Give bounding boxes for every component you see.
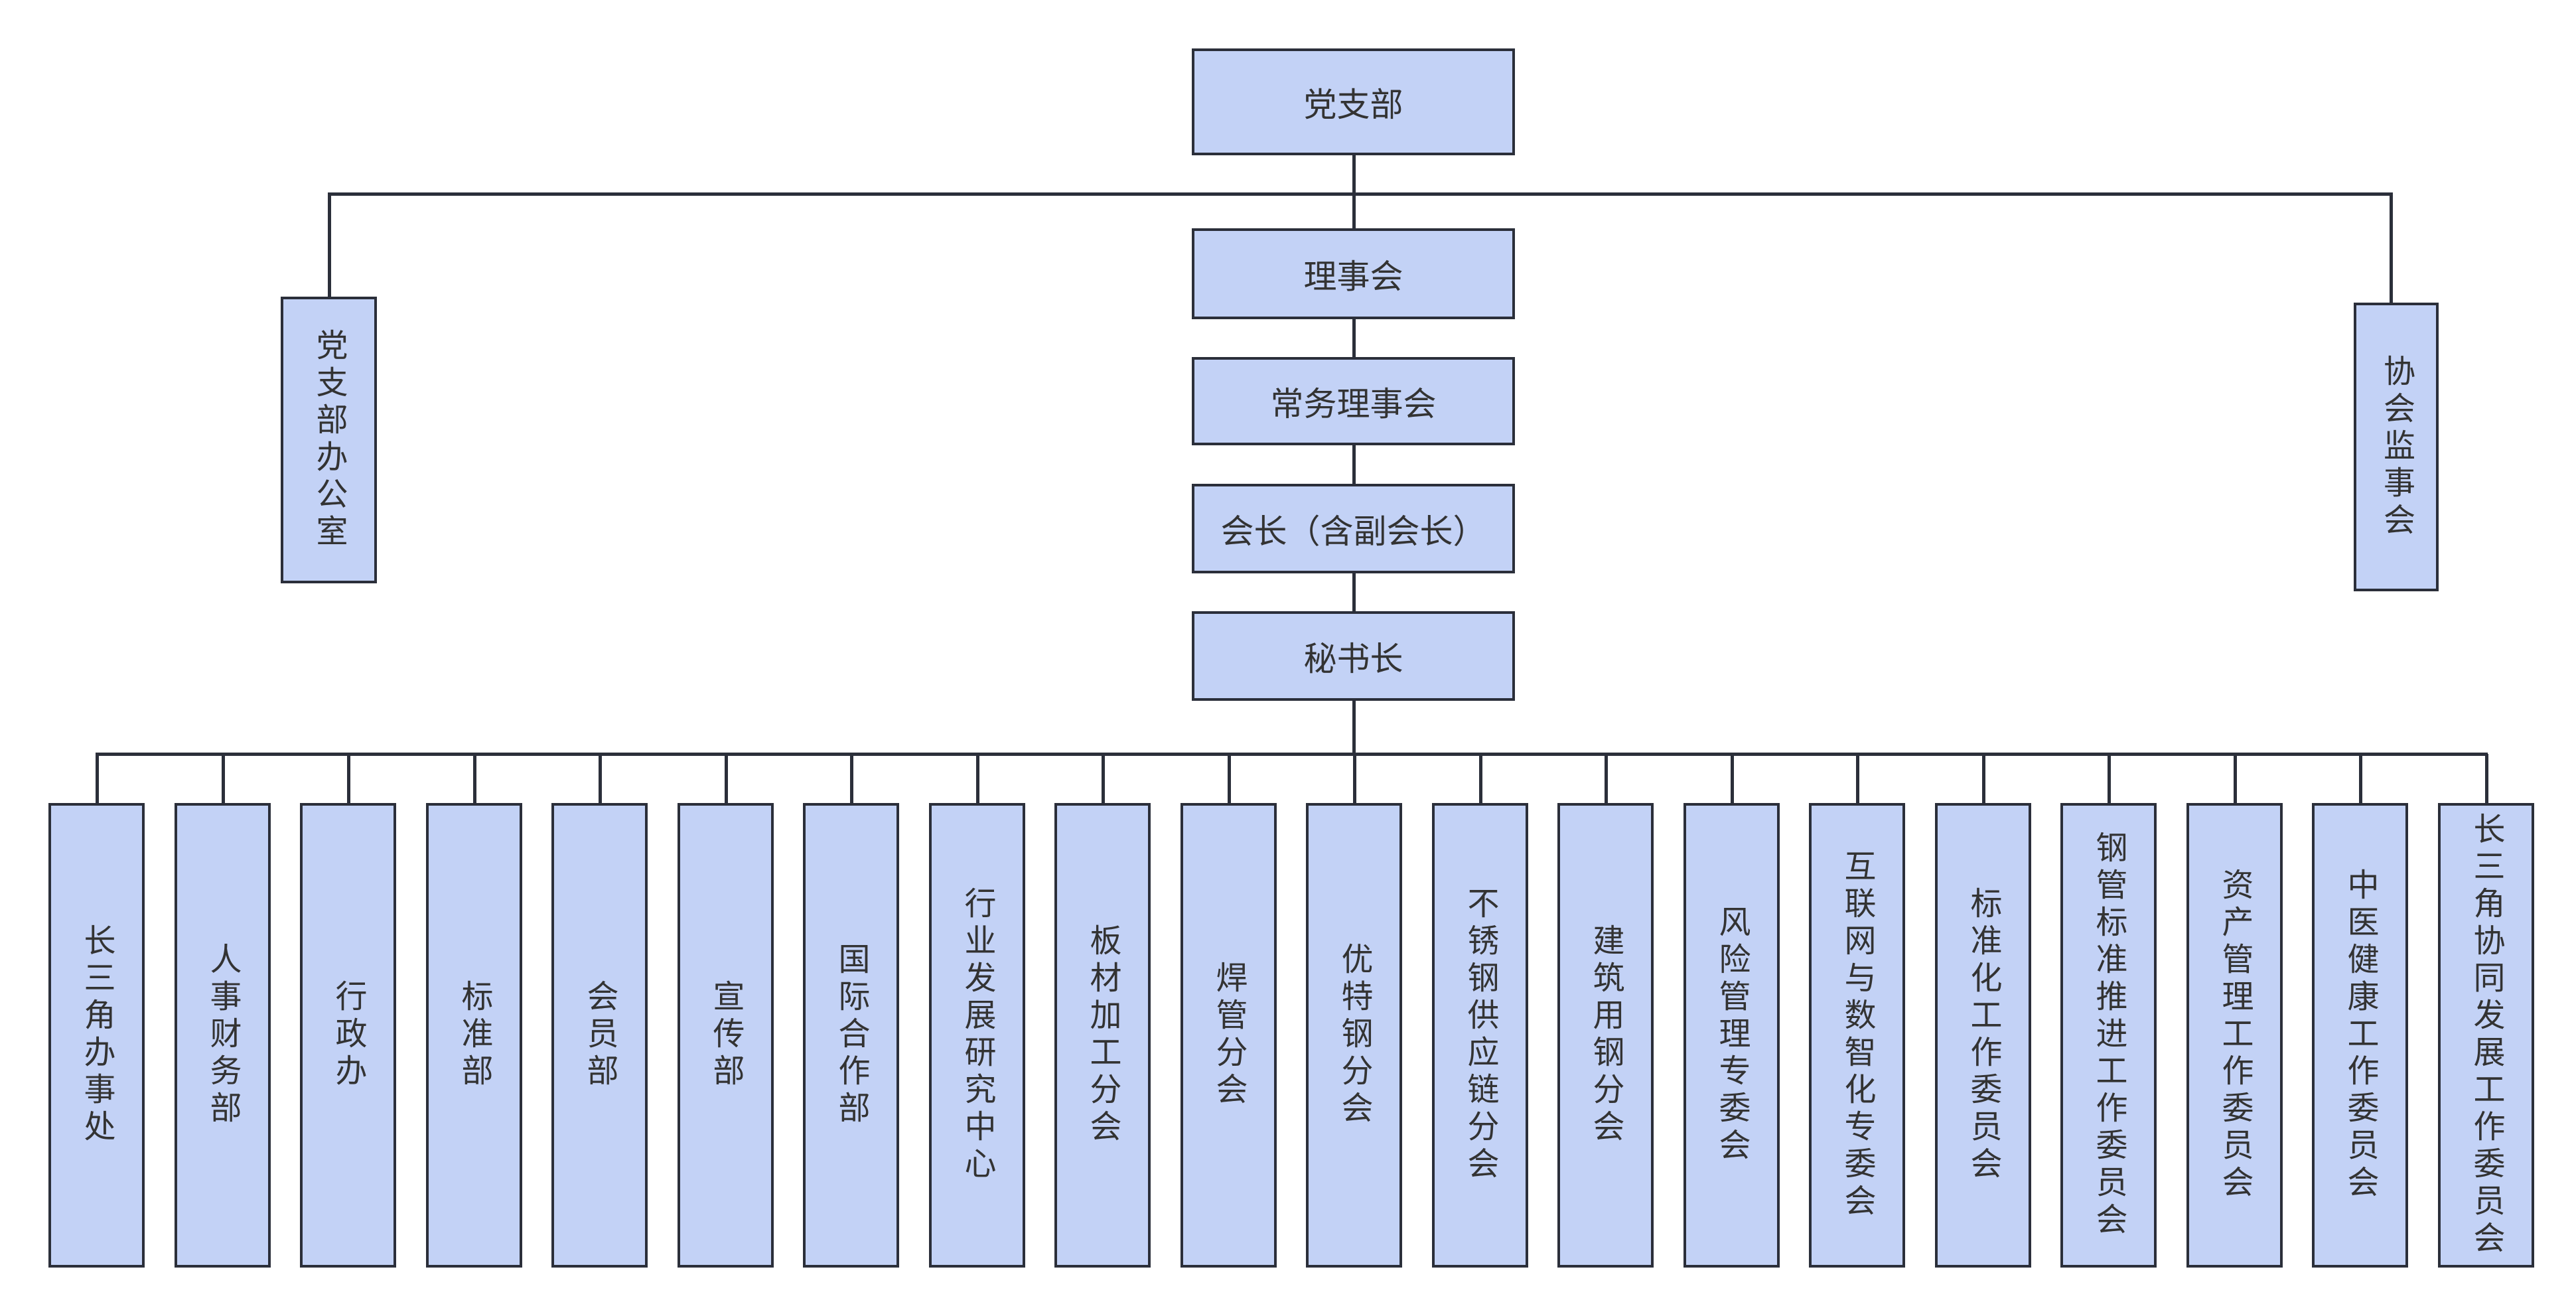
node-secretary-general: 秘书长 xyxy=(1192,611,1515,701)
node-department: 互联网与数智化专委会 xyxy=(1809,803,1905,1268)
node-department: 资产管理工作委员会 xyxy=(2186,803,2283,1268)
node-department: 长三角协同发展工作委员会 xyxy=(2438,803,2534,1268)
connector-top-trunk xyxy=(1352,155,1356,228)
connector-dept-drop xyxy=(2485,754,2488,804)
node-label: 长三角办事处 xyxy=(78,924,115,1147)
connector-dept-drop xyxy=(725,754,728,804)
node-department: 建筑用钢分会 xyxy=(1557,803,1654,1268)
node-department: 钢管标准推进工作委员会 xyxy=(2060,803,2157,1268)
node-label: 宣传部 xyxy=(707,980,745,1091)
node-label: 理事会 xyxy=(1303,257,1403,296)
node-label: 优特钢分会 xyxy=(1335,942,1373,1128)
connector-dept-drop xyxy=(850,754,853,804)
connector-dept-drop xyxy=(2234,754,2237,804)
node-department: 板材加工分会 xyxy=(1054,803,1151,1268)
node-council: 理事会 xyxy=(1192,228,1515,319)
connector-chain-1 xyxy=(1352,319,1356,357)
node-department: 会员部 xyxy=(551,803,648,1268)
connector-chain-2 xyxy=(1352,445,1356,484)
node-label: 风险管理专委会 xyxy=(1713,905,1751,1165)
node-president: 会长（含副会长） xyxy=(1192,484,1515,573)
node-label: 长三角协同发展工作委员会 xyxy=(2467,812,2505,1258)
node-department: 人事财务部 xyxy=(175,803,271,1268)
connector-chain-3 xyxy=(1352,573,1356,611)
connector-dept-drop xyxy=(1856,754,1859,804)
node-party-branch-office: 党支部办公室 xyxy=(281,297,377,583)
node-department: 国际合作部 xyxy=(803,803,899,1268)
connector-dept-drop xyxy=(976,754,979,804)
node-label: 焊管分会 xyxy=(1210,961,1248,1110)
node-department: 优特钢分会 xyxy=(1306,803,1402,1268)
connector-dept-drop xyxy=(1228,754,1231,804)
connector-dept-drop xyxy=(1479,754,1482,804)
node-label: 互联网与数智化专委会 xyxy=(1838,849,1876,1221)
node-department: 宣传部 xyxy=(678,803,774,1268)
node-label: 人事财务部 xyxy=(204,942,242,1128)
node-department: 不锈钢供应链分会 xyxy=(1432,803,1528,1268)
node-label: 资产管理工作委员会 xyxy=(2216,868,2254,1203)
node-label: 不锈钢供应链分会 xyxy=(1461,887,1499,1184)
node-label: 板材加工分会 xyxy=(1084,924,1121,1147)
node-department: 风险管理专委会 xyxy=(1683,803,1780,1268)
connector-dept-drop xyxy=(1353,754,1356,804)
connector-dept-drop xyxy=(1102,754,1105,804)
node-label: 行业发展研究中心 xyxy=(958,887,996,1184)
connector-dept-drop xyxy=(1982,754,1985,804)
node-label: 建筑用钢分会 xyxy=(1587,924,1624,1147)
node-label: 行政办 xyxy=(329,980,367,1091)
connector-dept-drop xyxy=(2108,754,2111,804)
node-department: 焊管分会 xyxy=(1181,803,1277,1268)
connector-dept-drop xyxy=(96,754,99,804)
node-department: 行政办 xyxy=(300,803,396,1268)
connector-left-drop xyxy=(328,192,331,299)
node-label: 标准部 xyxy=(455,980,493,1091)
connector-dept-drop xyxy=(1731,754,1734,804)
node-label: 协会监事会 xyxy=(2378,354,2415,540)
connector-dept-drop xyxy=(599,754,602,804)
node-label: 会员部 xyxy=(581,980,618,1091)
node-department: 行业发展研究中心 xyxy=(929,803,1025,1268)
connector-dept-drop xyxy=(473,754,476,804)
node-label: 党支部办公室 xyxy=(310,329,348,551)
node-standing-council: 常务理事会 xyxy=(1192,357,1515,445)
node-department: 中医健康工作委员会 xyxy=(2312,803,2408,1268)
connector-right-drop xyxy=(2390,192,2393,305)
node-label: 国际合作部 xyxy=(832,942,870,1128)
connector-top-branch xyxy=(328,192,2392,196)
connector-dept-drop xyxy=(2359,754,2362,804)
node-department: 标准化工作委员会 xyxy=(1935,803,2031,1268)
node-label: 标准化工作委员会 xyxy=(1964,887,2002,1184)
node-party-branch: 党支部 xyxy=(1192,48,1515,155)
node-department: 长三角办事处 xyxy=(48,803,145,1268)
node-department: 标准部 xyxy=(426,803,522,1268)
node-label: 秘书长 xyxy=(1303,639,1403,678)
connector-chain-4 xyxy=(1352,701,1356,754)
connector-dept-bar xyxy=(96,753,2488,756)
connector-dept-drop xyxy=(222,754,225,804)
node-label: 钢管标准推进工作委员会 xyxy=(2090,831,2127,1240)
node-supervisory-board: 协会监事会 xyxy=(2354,303,2439,591)
node-label: 中医健康工作委员会 xyxy=(2341,868,2379,1203)
connector-dept-drop xyxy=(347,754,350,804)
connector-dept-drop xyxy=(1605,754,1608,804)
node-label: 党支部 xyxy=(1303,85,1403,124)
node-label: 常务理事会 xyxy=(1270,384,1437,423)
node-label: 会长（含副会长） xyxy=(1220,512,1486,551)
